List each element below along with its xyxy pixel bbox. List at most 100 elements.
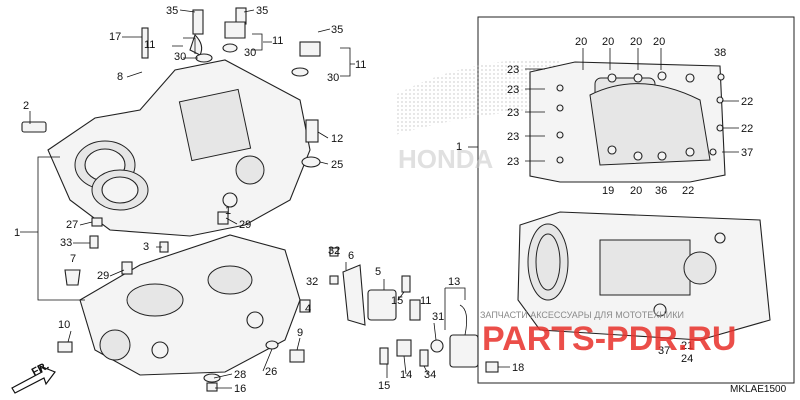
callout-37a: 37 [741,147,753,159]
callout-19: 19 [602,185,614,197]
callout-23b: 23 [507,84,519,96]
callout-2: 2 [23,100,29,112]
lower-crankcase [79,234,301,376]
callout-15b: 15 [378,380,390,392]
callout-32a: 32 [328,245,340,257]
callout-1b: 1 [225,205,231,217]
oring-30b [222,43,238,53]
callout-35b: 35 [256,5,268,17]
callout-31: 31 [432,311,444,323]
callout-25: 25 [331,159,343,171]
watermark-caption: ЗАПЧАСТИ АКСЕССУАРЫ ДЛЯ МОТОТЕХНИКИ [480,310,684,320]
callout-20d: 20 [653,36,665,48]
callout-35a: 35 [166,5,178,17]
front-direction-arrow: FR. [11,360,56,394]
dowel-29a [217,211,229,225]
washer-28 [203,373,221,383]
callout-7: 7 [70,253,76,265]
filter-7 [64,269,81,286]
bolt-34 [419,349,429,367]
callout-26: 26 [265,366,277,378]
brand-watermark: HONDA [395,59,560,174]
callout-21: 21 [681,340,693,352]
watermark-site: PARTS-PDR.RU [482,320,736,358]
harness-13 [459,304,468,336]
callout-16: 16 [234,383,246,395]
callout-3: 3 [143,241,149,253]
callout-29a: 29 [239,219,251,231]
callout-22b: 22 [741,123,753,135]
callout-1-inset: 1 [456,141,462,153]
callout-8: 8 [117,71,123,83]
callout-20e: 20 [630,185,642,197]
washer-26 [265,340,279,350]
brand-watermark-text: HONDA [398,144,494,174]
collar-32a [329,247,339,257]
collar-4 [299,299,311,313]
callout-20c: 20 [630,36,642,48]
callout-23a: 23 [507,64,519,76]
bracket-14 [396,339,412,357]
plate-6 [342,264,366,326]
bolt-35a [192,9,204,35]
callout-20b: 20 [602,36,614,48]
callout-28: 28 [234,369,246,381]
oring-30c [291,67,309,77]
callout-13: 13 [448,276,460,288]
sensor-11c [299,41,321,57]
oring-31 [430,339,444,353]
callout-5: 5 [375,266,381,278]
main-callouts: 35 35 17 11 30 11 30 35 30 11 8 2 1 12 2… [14,5,524,395]
callout-9: 9 [297,327,303,339]
hose-fitting-11b [224,21,246,39]
callout-22c: 22 [682,185,694,197]
sensor-9 [289,349,305,363]
bolt-18 [485,361,499,373]
callout-11c: 11 [355,59,366,71]
callout-4: 4 [305,303,311,315]
callout-15a: 15 [391,295,403,307]
callout-18: 18 [512,362,524,374]
solenoid-5 [367,289,397,321]
washer-25 [301,156,321,168]
callout-20a: 20 [575,36,587,48]
callout-6: 6 [348,250,354,262]
switch-12 [305,119,319,143]
callout-17: 17 [109,31,121,43]
callout-10: 10 [58,319,70,331]
dowel-27 [91,217,103,227]
callout-23e: 23 [507,156,519,168]
upper-crankcase [47,59,311,237]
valve-11d [409,299,421,321]
callout-37b: 37 [658,345,670,357]
callout-23c: 23 [507,107,519,119]
callout-38: 38 [714,47,726,59]
upper-crankcase-top-view [529,61,726,183]
callout-11a: 11 [144,39,155,51]
callout-36: 36 [655,185,667,197]
callout-23d: 23 [507,131,519,143]
dowel-29b [121,261,133,275]
callout-1: 1 [14,227,20,239]
callout-35c: 35 [331,24,343,36]
callout-29b: 29 [97,270,109,282]
bolt-15b [379,347,389,365]
callout-30b: 30 [244,47,256,59]
callout-30c: 30 [327,72,339,84]
bolt-17 [141,27,149,59]
callout-24: 24 [681,353,693,365]
bolt-33 [89,235,99,249]
callout-32b: 32 [306,276,318,288]
bolt-15a [401,275,411,293]
callout-27: 27 [66,219,78,231]
oring-30a [195,53,213,63]
callout-34: 34 [424,369,436,381]
inset-callouts: 20 20 20 20 38 23 23 22 23 22 23 1 23 37… [456,36,753,365]
diagram-code: MKLAE1500 [730,384,787,395]
callout-14: 14 [400,369,412,381]
callout-22a: 22 [741,96,753,108]
site-watermark: ЗАПЧАСТИ АКСЕССУАРЫ ДЛЯ МОТОТЕХНИКИ PART… [480,310,736,358]
collar-32b [329,275,339,285]
inset-frame [477,16,795,384]
